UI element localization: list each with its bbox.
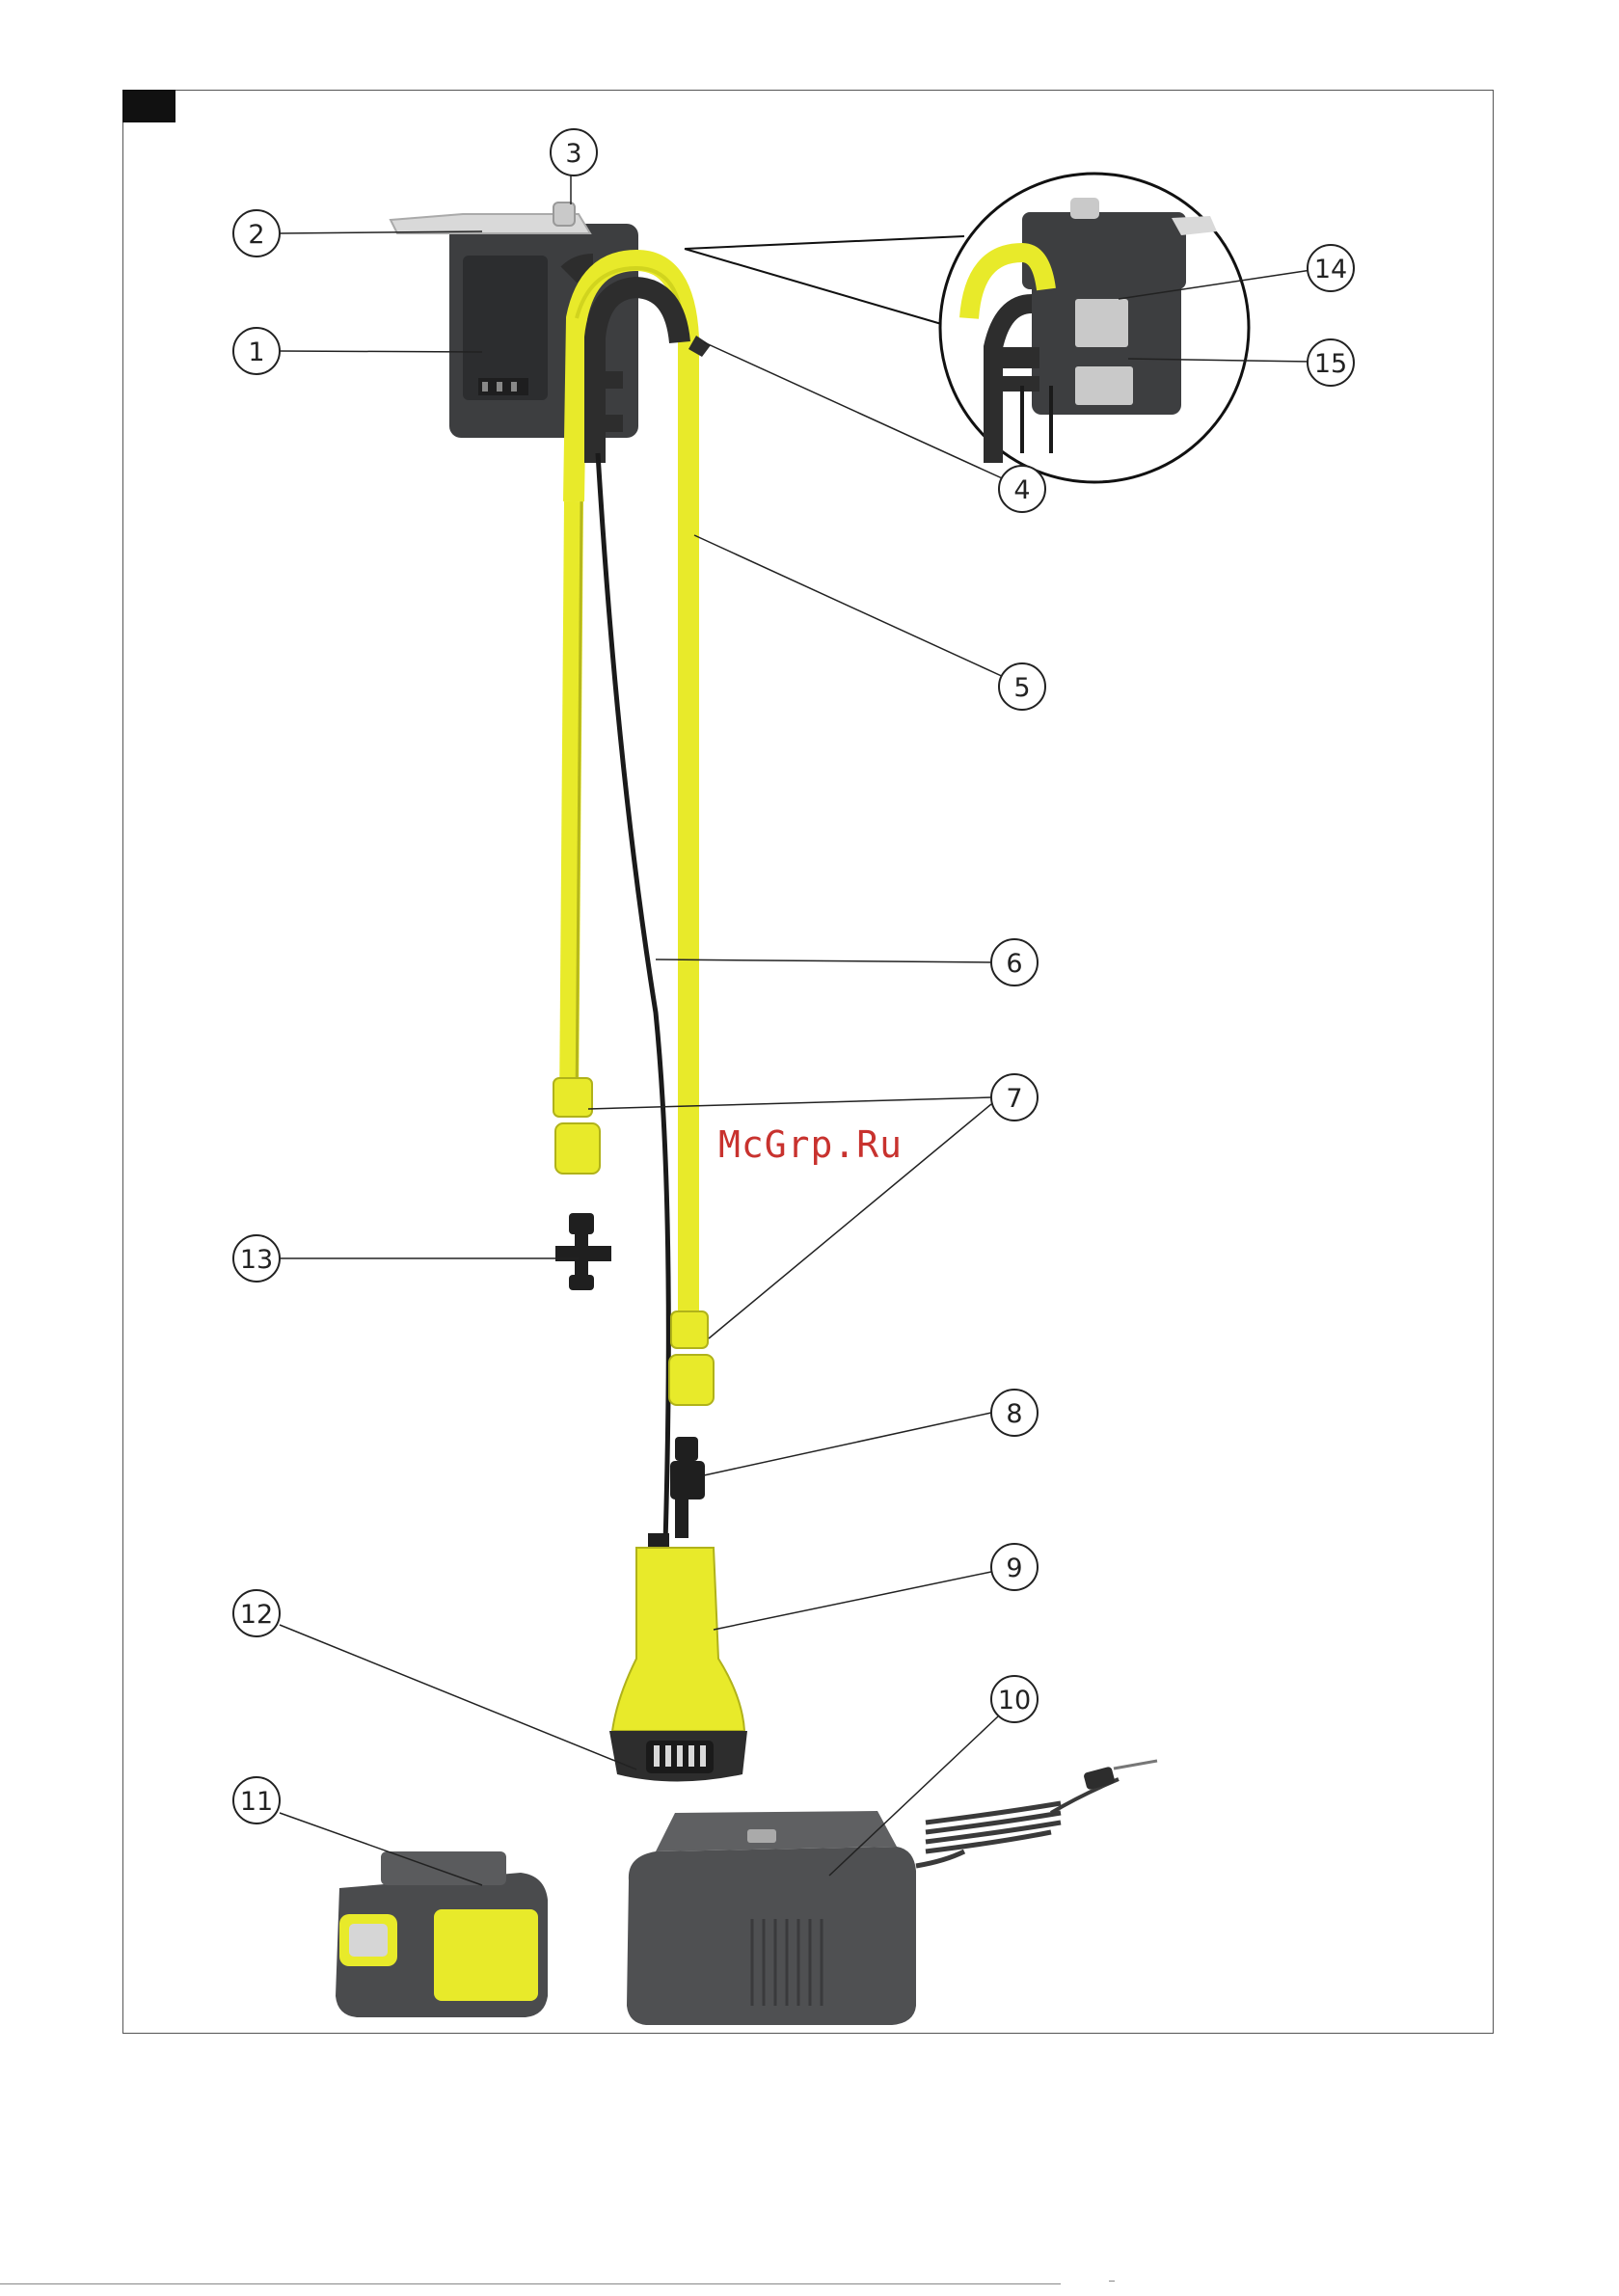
callout-14: 14	[1308, 245, 1354, 291]
callout-9-label: 9	[1006, 1553, 1022, 1583]
callout-12-label: 12	[240, 1600, 273, 1630]
callout-1-label: 1	[248, 338, 264, 367]
callout-12: 12	[233, 1590, 280, 1636]
callout-11-label: 11	[240, 1787, 273, 1817]
callout-11: 11	[233, 1777, 280, 1823]
callout-1: 1	[233, 328, 280, 374]
callout-6-label: 6	[1006, 949, 1022, 979]
callout-9: 9	[991, 1544, 1038, 1590]
t-connector	[555, 1213, 611, 1290]
callout-10: 10	[991, 1676, 1038, 1722]
callout-14-label: 14	[1314, 255, 1347, 284]
callout-3-label: 3	[565, 139, 581, 169]
callout-2-label: 2	[248, 220, 264, 250]
release-knob	[553, 203, 575, 226]
callout-5-label: 5	[1013, 673, 1030, 703]
callout-8-label: 8	[1006, 1399, 1022, 1429]
battery-charger	[627, 1761, 1157, 2025]
footer-tick	[1109, 2281, 1115, 2282]
callout-15: 15	[1308, 339, 1354, 386]
callout-6: 6	[991, 939, 1038, 986]
hose-assembly	[569, 260, 711, 1543]
detail-inset	[685, 174, 1249, 482]
callout-7-label: 7	[1006, 1084, 1022, 1114]
callout-5: 5	[999, 663, 1045, 710]
callout-2: 2	[233, 210, 280, 257]
hose-connector-left	[553, 1078, 600, 1174]
callout-13-label: 13	[240, 1245, 273, 1275]
callout-4: 4	[999, 466, 1045, 512]
callout-15-label: 15	[1314, 349, 1347, 379]
callout-4-label: 4	[1013, 475, 1030, 505]
footer-rule	[0, 2283, 1061, 2284]
hose-connector-right	[669, 1311, 714, 1405]
watermark-text: McGrp.Ru	[718, 1123, 903, 1166]
submersible-pump	[609, 1533, 747, 1782]
callout-13: 13	[233, 1235, 280, 1282]
battery-pack	[336, 1851, 548, 2017]
callout-10-label: 10	[998, 1686, 1031, 1715]
hose-adapter	[670, 1437, 705, 1538]
callout-8: 8	[991, 1390, 1038, 1436]
callout-7: 7	[991, 1074, 1038, 1121]
callout-3: 3	[551, 129, 597, 176]
